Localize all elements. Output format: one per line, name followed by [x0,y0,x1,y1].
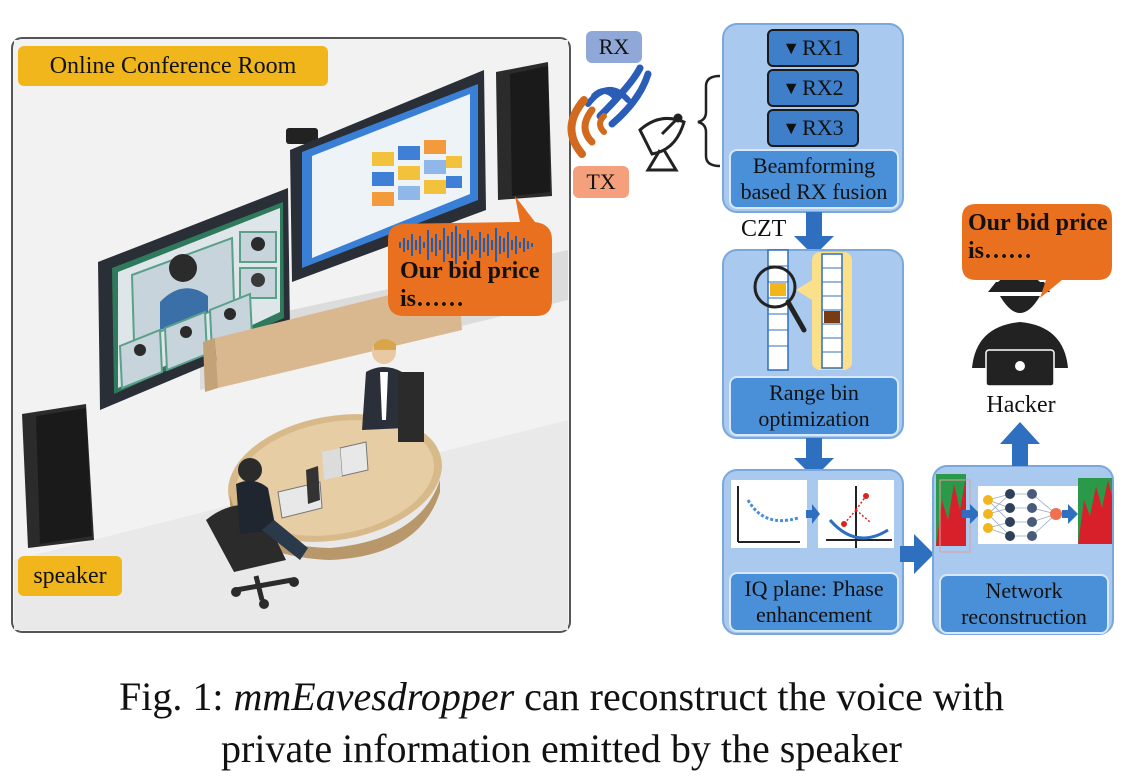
range-label: Range bin optimization [758,379,870,431]
iq-plot-raw [737,486,800,543]
room-speech-bubble [388,196,552,316]
antenna-icon: ▼ [782,37,801,58]
arrow-1 [794,212,834,256]
caption-system-name: mmEavesdropper [233,674,515,719]
radar-waves [567,64,652,158]
tx-wave-icon [597,113,607,135]
room-title: Online Conference Room [49,52,297,79]
laptop-right [322,441,369,480]
tx-label: TX [586,169,616,194]
speaker-top [496,62,552,200]
figure-caption-line2: private information emitted by the speak… [221,726,902,771]
arrow-2 [794,438,834,478]
antenna-icon: ▼ [782,77,801,98]
room-bubble-text: Our bid price is…… [400,258,540,312]
rx-item-2-label: RX2 [802,75,844,100]
antenna-icon: ▼ [782,117,801,138]
hacker-speech-bubble [962,204,1112,298]
figure-caption-line1: Fig. 1: mmEavesdropper can reconstruct t… [0,672,1123,722]
caption-prefix: Fig. 1: [119,674,234,719]
network-label-box: Network reconstruction [939,574,1109,634]
arrow-3 [900,534,934,574]
caption-line1-rest: can reconstruct the voice with [514,674,1004,719]
magnifier-icon [753,265,807,333]
speaker-label: speaker [33,562,107,589]
rx-item-1-label: RX1 [802,35,844,60]
presentation-screen [290,70,486,282]
person-standing [362,339,424,442]
speaker-badge: speaker [18,556,122,596]
fusion-label: Beamforming based RX fusion [740,152,888,204]
iq-inner-arrow [806,504,820,524]
range-bin-columns [767,249,852,371]
arrow-4 [1000,422,1040,466]
hacker-label: Hacker [986,392,1056,418]
czt-label: CZT [741,216,787,242]
iq-label: IQ plane: Phase enhancement [744,575,884,627]
waveform-icon [399,226,533,264]
rx-item-1: ▼ RX1 [767,29,859,67]
rx-item-3-label: RX3 [802,115,844,140]
speaker-bottom [22,404,94,548]
person-seated [206,458,308,609]
iq-label-box: IQ plane: Phase enhancement [729,572,899,632]
laptop-left [277,466,323,519]
neural-network-icon [978,486,1078,544]
range-label-box: Range bin optimization [729,376,899,436]
room-title-badge: Online Conference Room [18,46,328,86]
satellite-dish-icon [638,113,686,172]
fusion-label-box: Beamforming based RX fusion [729,149,899,209]
tx-badge: TX [573,166,629,198]
video-call-screen [98,188,290,410]
rx-badge: RX [586,31,642,63]
bracket [697,74,721,168]
spectrogram-out [1078,478,1112,544]
spectrogram-in [936,474,971,553]
hacker-icon [972,272,1068,387]
rx-item-2: ▼ RX2 [767,69,859,107]
network-label: Network reconstruction [961,577,1087,629]
rx-label: RX [598,34,630,59]
camera [286,128,318,144]
rx-item-3: ▼ RX3 [767,109,859,147]
iq-plot-enhanced [826,486,892,548]
hacker-bubble-text: Our bid price is…… [968,210,1108,264]
